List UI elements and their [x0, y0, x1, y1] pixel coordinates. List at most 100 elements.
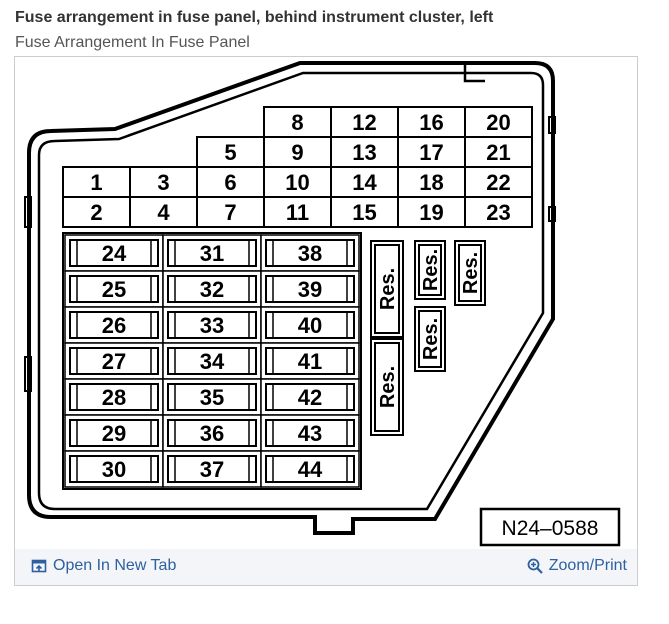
housing-left-tab-upper	[24, 196, 32, 228]
fuse-number: 9	[291, 140, 303, 165]
fuse-number: 10	[285, 170, 309, 195]
housing-left-tab-lower	[24, 356, 32, 392]
fuse-number: 14	[352, 170, 377, 195]
fuse-slot: 10	[263, 166, 332, 198]
fuse-slot-outline	[464, 166, 533, 198]
fuse-slot: 32	[162, 270, 262, 308]
fuse-body	[69, 311, 159, 339]
fuse-slot: 33	[162, 306, 262, 344]
fuse-number: 12	[352, 110, 376, 135]
fuse-number: 21	[486, 140, 510, 165]
reserve-slots: Res. Res. Res. Res. Res.	[370, 240, 486, 436]
fuse-slot: 31	[162, 234, 262, 272]
reserve-label: Res.	[420, 249, 442, 291]
reserve-slot: Res.	[370, 240, 404, 338]
fuse-number: 19	[419, 200, 443, 225]
fuse-number: 23	[486, 200, 510, 225]
fuse-slot-outline	[62, 166, 131, 198]
reference-code: N24–0588	[502, 517, 599, 540]
fuse-slot: 44	[260, 450, 360, 488]
fuse-body	[69, 383, 159, 411]
fuse-number: 18	[419, 170, 443, 195]
fuse-body	[265, 311, 355, 339]
reserve-label: Res.	[420, 318, 442, 360]
fuse-number: 32	[200, 277, 224, 302]
fuse-slot: 7	[196, 196, 265, 228]
zoom-print-label: Zoom/Print	[548, 557, 627, 574]
fuse-number: 35	[200, 385, 224, 410]
fuse-slot: 30	[64, 450, 164, 488]
fuse-slot: 43	[260, 414, 360, 452]
fuse-slot: 5	[196, 136, 265, 168]
fuse-body	[69, 275, 159, 303]
reserve-slot: Res.	[454, 240, 486, 306]
fuse-number: 8	[291, 110, 303, 135]
fuse-body	[265, 347, 355, 375]
fuse-body	[69, 455, 159, 483]
fuse-slot-outline	[464, 106, 533, 138]
reserve-slot: Res.	[370, 338, 404, 436]
open-in-new-tab-link[interactable]: Open In New Tab	[31, 557, 176, 575]
lower-fuse-grid: 2425262728293031323334353637383940414243…	[62, 232, 362, 490]
fuse-slot: 42	[260, 378, 360, 416]
fuse-slot: 23	[464, 196, 533, 228]
fuse-slot: 29	[64, 414, 164, 452]
fuse-slot: 11	[263, 196, 332, 228]
fuse-number: 17	[419, 140, 443, 165]
fuse-slot: 15	[330, 196, 399, 228]
fuse-slot: 8	[263, 106, 332, 138]
external-link-icon	[31, 559, 47, 573]
fuse-slot-outline	[62, 196, 131, 228]
fuse-number: 11	[286, 200, 309, 225]
fuse-number: 24	[102, 241, 127, 266]
fuse-slot: 1	[62, 166, 131, 198]
reserve-slot-body	[418, 310, 442, 368]
fuse-number: 33	[200, 313, 224, 338]
fuse-number: 27	[102, 349, 126, 374]
fuse-number: 22	[486, 170, 510, 195]
fuse-number: 28	[102, 385, 126, 410]
fuse-body	[167, 239, 257, 267]
fuse-slot: 39	[260, 270, 360, 308]
fuse-number: 44	[298, 457, 323, 482]
fuse-slot: 27	[64, 342, 164, 380]
fuse-number: 43	[298, 421, 322, 446]
fuse-slot: 4	[129, 196, 198, 228]
fuse-body	[167, 383, 257, 411]
fuse-slot: 6	[196, 166, 265, 198]
fuse-body	[265, 239, 355, 267]
fuse-number: 40	[298, 313, 322, 338]
fuse-slot: 36	[162, 414, 262, 452]
fuse-body	[265, 275, 355, 303]
fuse-number: 29	[102, 421, 126, 446]
fuse-number: 36	[200, 421, 224, 446]
fuse-number: 34	[200, 349, 225, 374]
fuse-slot: 26	[64, 306, 164, 344]
fuse-slot: 41	[260, 342, 360, 380]
fuse-slot: 3	[129, 166, 198, 198]
fuse-number: 1	[90, 170, 102, 195]
fuse-body	[69, 239, 159, 267]
fuse-body	[69, 347, 159, 375]
fuse-number: 37	[200, 457, 224, 482]
fuse-number: 15	[352, 200, 376, 225]
reserve-slot-body	[374, 244, 400, 334]
fuse-slot-outline	[464, 196, 533, 228]
fuse-slot: 40	[260, 306, 360, 344]
zoom-print-link[interactable]: Zoom/Print	[527, 557, 627, 575]
fuse-slot-outline	[129, 196, 198, 228]
page-title: Fuse arrangement in fuse panel, behind i…	[15, 9, 494, 26]
reserve-slot-body	[418, 244, 442, 296]
reserve-label: Res.	[377, 366, 399, 408]
fuse-body	[167, 347, 257, 375]
fuse-slot-outline	[330, 106, 399, 138]
housing-step	[463, 63, 485, 83]
reserve-slot: Res.	[414, 306, 446, 372]
image-toolbar: Open In New Tab Zoom/Print	[15, 549, 637, 585]
fuse-number: 3	[157, 170, 169, 195]
housing-right-tab-lower	[548, 206, 556, 222]
fuse-slot: 16	[397, 106, 466, 138]
reserve-slot-outline	[370, 240, 404, 338]
housing-right-tab-upper	[548, 116, 556, 134]
